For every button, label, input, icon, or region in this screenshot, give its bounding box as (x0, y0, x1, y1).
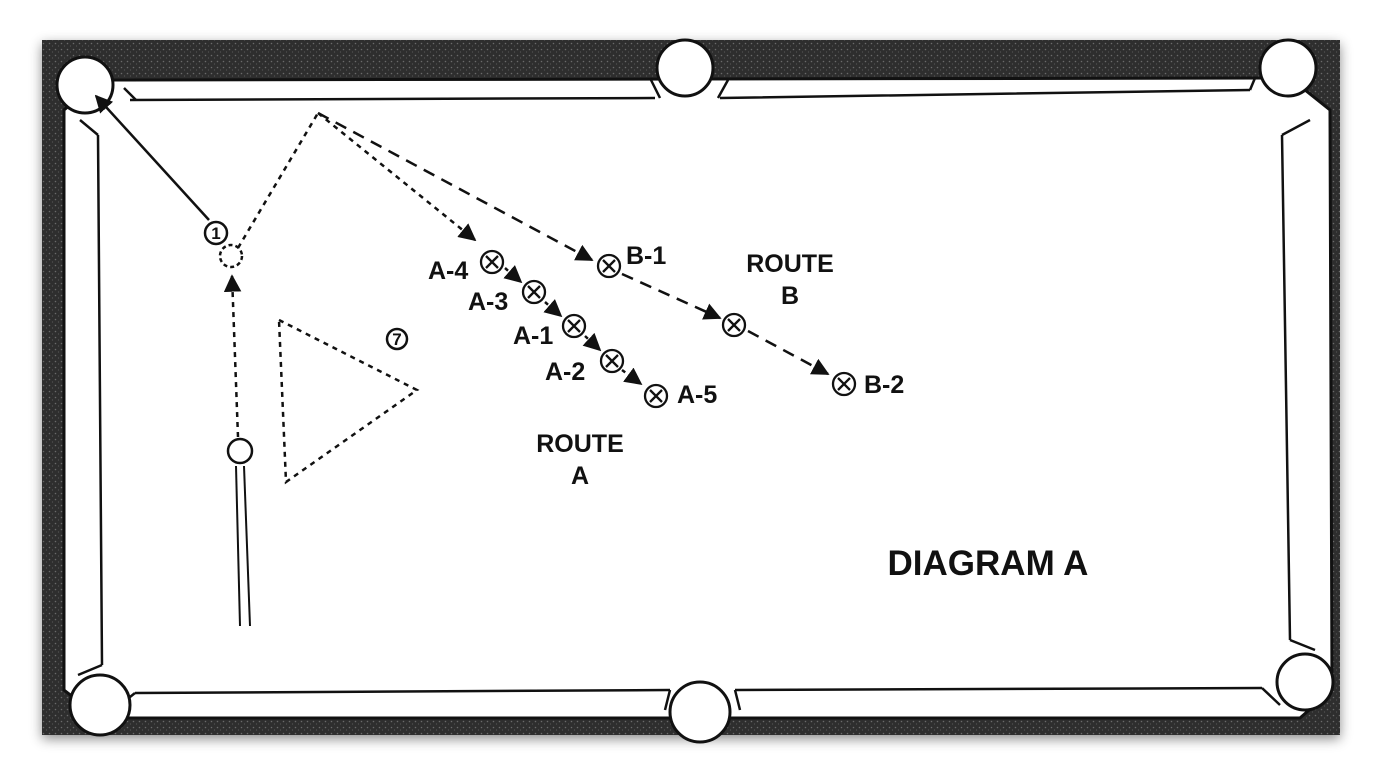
route-b-path (317, 111, 594, 262)
route-a-segments (503, 265, 643, 386)
object-ball-path (94, 94, 210, 221)
label-a-1: A-1 (513, 322, 553, 350)
label-a-3: A-3 (468, 288, 508, 316)
ghost-ball (218, 243, 244, 269)
route-b-label-line2: B (781, 282, 799, 310)
pocket-top-right (1258, 38, 1318, 98)
diagram-title: DIAGRAM A (888, 544, 1089, 583)
pocket-bottom-left (68, 673, 132, 737)
pocket-bottom-middle (668, 680, 732, 744)
cue-ball-deflection-path (236, 112, 320, 249)
label-a-5: A-5 (677, 381, 717, 409)
marker-b-1 (596, 253, 622, 279)
marker-a-2 (599, 348, 625, 374)
route-a-label-line2: A (571, 462, 589, 490)
marker-b-2 (831, 371, 857, 397)
marker-a-4 (479, 249, 505, 275)
route-b-path-2 (621, 272, 722, 320)
position-markers (479, 249, 857, 409)
label-a-4: A-4 (428, 257, 468, 285)
object-ball-7 (385, 327, 409, 351)
marker-a-3 (521, 279, 547, 305)
marker-a-1 (561, 313, 587, 339)
marker-b-mid (721, 312, 747, 338)
pocket-top-middle (655, 38, 715, 98)
label-b-1: B-1 (626, 242, 666, 270)
cue-ball-path (223, 274, 242, 438)
cue-ball (226, 437, 254, 465)
object-ball-1-number: 1 (211, 224, 220, 243)
rack-outline (277, 317, 420, 485)
pocket-bottom-right (1275, 652, 1335, 712)
pockets (55, 38, 1335, 744)
route-a-label-line1: ROUTE (536, 430, 624, 458)
object-ball-1 (203, 220, 229, 246)
route-b-label-line1: ROUTE (746, 250, 834, 278)
cushion-lines (96, 88, 1292, 695)
route-a-path (317, 112, 477, 242)
marker-a-5 (643, 383, 669, 409)
cue-stick (235, 465, 251, 627)
label-a-2: A-2 (545, 358, 585, 386)
object-ball-7-number: 7 (392, 330, 401, 349)
label-b-2: B-2 (864, 371, 904, 399)
route-b-path-3 (747, 329, 830, 376)
